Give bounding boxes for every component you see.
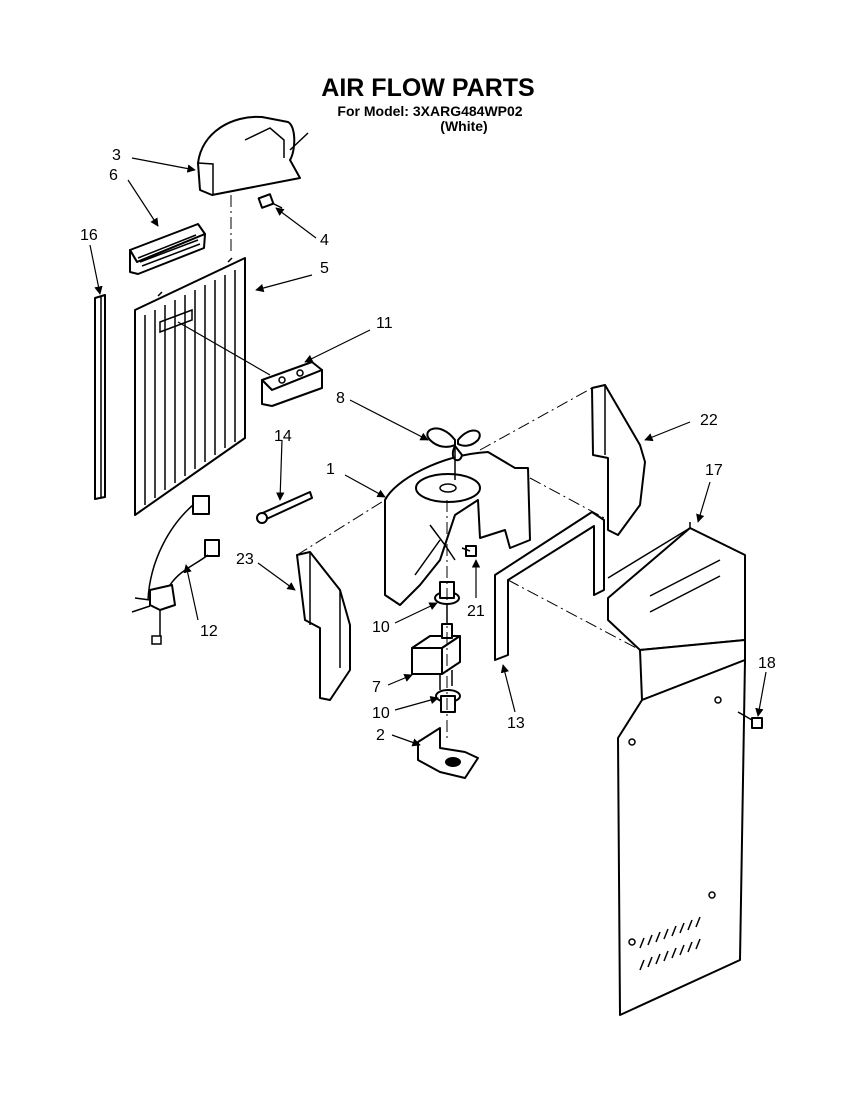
callout-8: 8 <box>336 390 345 407</box>
callout-12: 12 <box>200 623 218 640</box>
callout-3: 3 <box>112 147 121 164</box>
part-3-duct-cap <box>197 115 309 196</box>
part-4-screw <box>257 193 283 209</box>
part-17-rear-air-duct <box>607 522 746 1016</box>
callout-10-lower: 10 <box>372 705 390 722</box>
part-14-shaft <box>256 491 313 524</box>
part-12-wire-harness <box>131 495 220 645</box>
color-line: (White) <box>440 118 487 134</box>
callout-labels: 3 6 16 4 5 11 14 8 1 22 17 23 12 10 21 1… <box>80 147 776 744</box>
callout-14: 14 <box>274 428 292 445</box>
part-11-bracket <box>261 361 323 407</box>
page-title: AIR FLOW PARTS <box>321 74 534 102</box>
leader-lines <box>89 157 767 747</box>
callout-11: 11 <box>376 315 393 332</box>
part-10-grommet-lower <box>435 689 461 713</box>
part-1-fan-housing <box>384 451 531 606</box>
callout-5: 5 <box>320 260 329 277</box>
part-7-fan-motor <box>411 623 461 690</box>
callout-13: 13 <box>507 715 525 732</box>
part-23-side-baffle <box>296 551 351 701</box>
callout-23: 23 <box>236 551 254 568</box>
callout-2: 2 <box>376 727 385 744</box>
model-line: For Model: 3XARG484WP02 <box>337 103 522 119</box>
part-18-screw <box>737 711 763 729</box>
callout-21: 21 <box>467 603 485 620</box>
part-8-fan-blade <box>426 427 481 480</box>
part-13-u-channel <box>494 511 605 661</box>
part-2-motor-bracket <box>417 727 479 779</box>
callout-7: 7 <box>372 679 381 696</box>
callout-10-upper: 10 <box>372 619 390 636</box>
part-5-evaporator-cover <box>134 257 246 516</box>
callout-4: 4 <box>320 232 329 249</box>
callout-18: 18 <box>758 655 776 672</box>
part-21-screw <box>461 545 477 557</box>
part-6-grille-insert <box>129 223 206 275</box>
callout-1: 1 <box>326 461 335 478</box>
alignment-lines <box>230 195 641 740</box>
callout-22: 22 <box>700 412 718 429</box>
part-16-gasket-strip <box>94 294 106 500</box>
part-22-baffle-panel <box>591 384 646 536</box>
callout-17: 17 <box>705 462 723 479</box>
callout-16: 16 <box>80 227 98 244</box>
callout-6: 6 <box>109 167 118 184</box>
